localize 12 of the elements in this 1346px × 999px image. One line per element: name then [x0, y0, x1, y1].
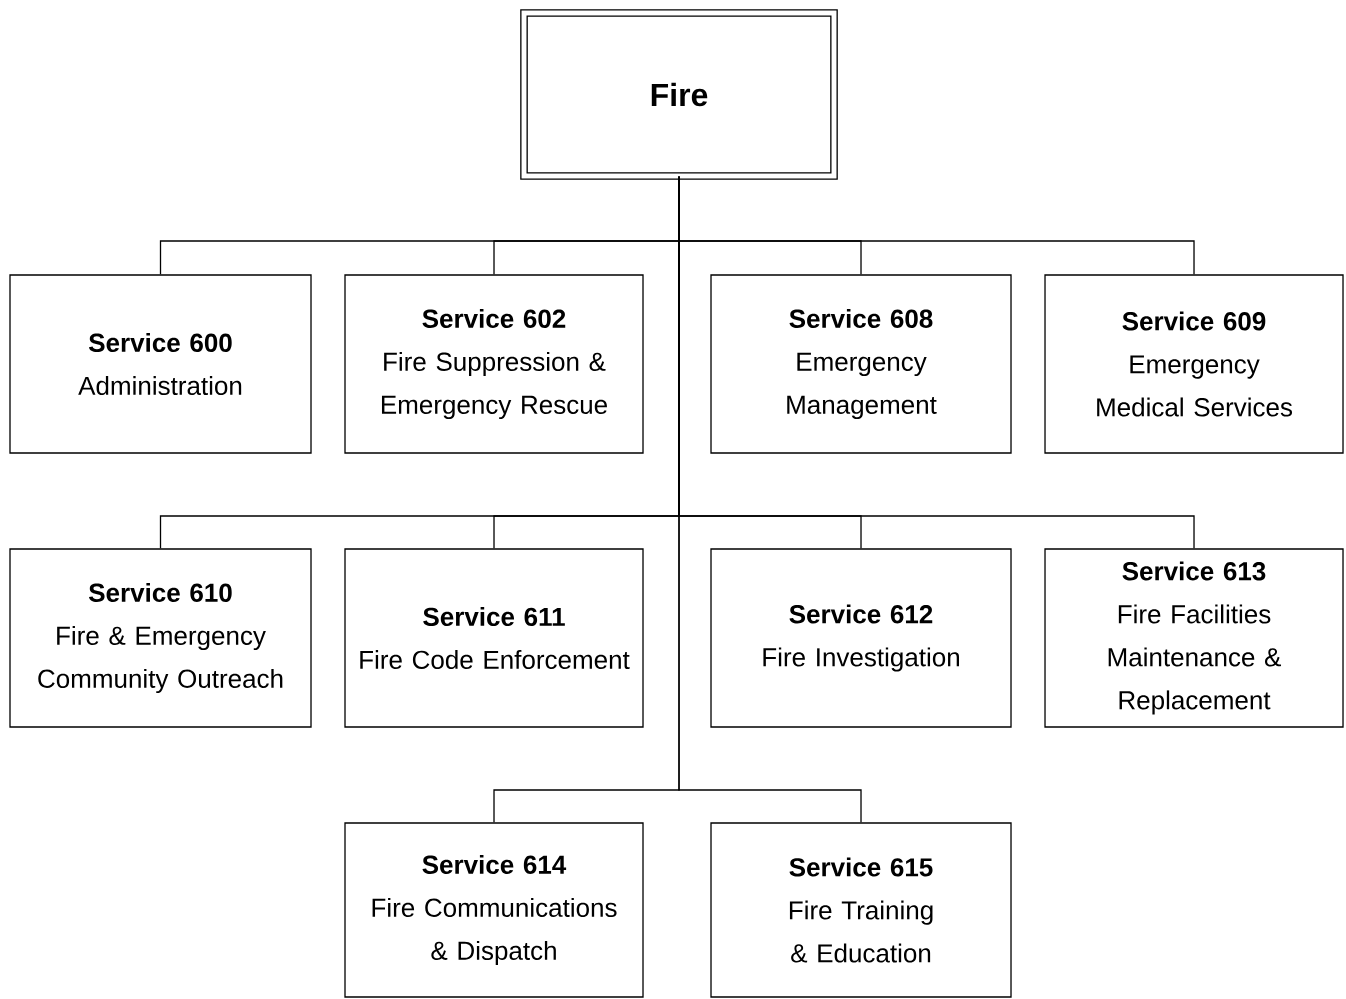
- service-box: Service 612 Fire Investigation: [710, 548, 1012, 728]
- service-box: Service 613 Fire Facilities Maintenance & Replacement: [1044, 548, 1344, 728]
- service-box: Service 615 Fire Training & Education: [710, 822, 1012, 998]
- service-box: Service 614 Fire Communications & Dispatch: [344, 822, 644, 998]
- connector-line: [678, 176, 862, 823]
- service-box: Service 610 Fire & Emergency Community Outreach: [9, 548, 312, 728]
- service-box: Service 602 Fire Suppression & Emergency Rescue: [344, 274, 644, 454]
- service-box: Service 608 Emergency Management: [710, 274, 1012, 454]
- service-box: Service 600 Administration: [9, 274, 312, 454]
- title-box: Fire: [520, 9, 838, 180]
- service-box: Service 609 Emergency Medical Services: [1044, 274, 1344, 454]
- service-box: Service 611 Fire Code Enforcement: [344, 548, 644, 728]
